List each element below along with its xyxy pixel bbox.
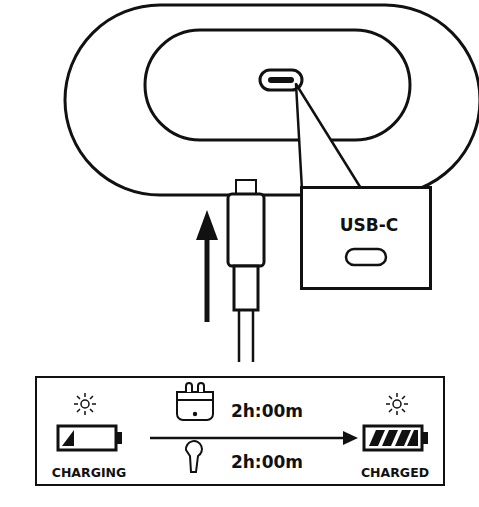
charging-case — [65, 5, 479, 195]
status-label: CHARGING — [52, 465, 127, 480]
cable — [252, 310, 255, 362]
port-label: USB-C — [340, 215, 399, 235]
cable — [238, 310, 241, 362]
callout-ground — [300, 186, 432, 290]
callout-box: USB-C — [300, 186, 432, 290]
insert-arrow — [205, 236, 210, 322]
led-icon — [386, 393, 408, 415]
plug-body — [228, 194, 264, 266]
leader — [296, 84, 362, 190]
status-label: CHARGED — [361, 465, 429, 480]
led-icon — [74, 393, 96, 415]
insert-arrowhead — [196, 210, 218, 240]
earbud-icon — [186, 441, 202, 472]
case-icon — [177, 383, 213, 420]
progress-arrowhead — [343, 431, 358, 445]
charge-time: 2h:00m — [231, 401, 303, 421]
battery-low — [58, 426, 122, 450]
case-panel — [145, 30, 410, 140]
usb-c-icon — [346, 249, 386, 265]
port-tongue — [268, 77, 294, 83]
charge-time: 2h:00m — [231, 452, 303, 472]
battery-full — [364, 426, 428, 450]
progress-arrow — [150, 437, 345, 440]
strain-relief — [234, 266, 258, 310]
charging-panel: CHARGING 2h:00m 2h:00mCHARGED — [35, 376, 445, 486]
